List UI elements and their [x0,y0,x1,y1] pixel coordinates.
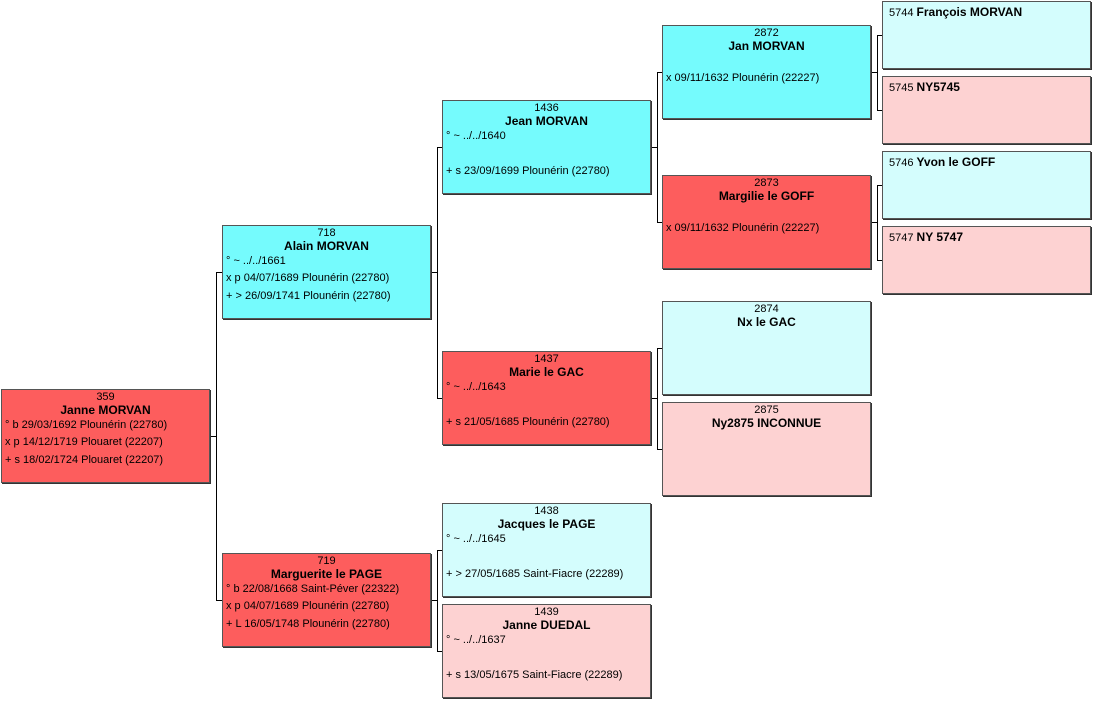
connector [216,272,222,273]
connector [651,398,657,399]
person-name: NY 5747 [916,230,964,244]
person-box-5744[interactable]: 5744 François MORVAN [882,1,1091,69]
person-box-2872[interactable]: 2872 Jan MORVAN x 09/11/1632 Plounérin (… [662,25,871,119]
person-box-2874[interactable]: 2874 Nx le GAC [662,301,871,395]
sosa-number: 718 [317,227,336,239]
connector [657,222,663,223]
birth-event: ° ~ ../../1643 [446,381,506,393]
person-box-5746[interactable]: 5746 Yvon le GOFF [882,151,1091,219]
connector [657,449,663,450]
person-box-1437[interactable]: 1437 Marie le GAC ° ~ ../../1643 + s 21/… [442,351,651,445]
marriage-event: x p 04/07/1689 Plounérin (22780) [226,600,390,612]
birth-event: ° ~ ../../1645 [446,533,506,545]
person-box-359[interactable]: 359 Janne MORVAN ° b 29/03/1692 Plounéri… [1,389,210,483]
person-name: Jan MORVAN [728,39,805,53]
sosa-number: 1439 [534,606,559,618]
connector [431,600,437,601]
person-box-719[interactable]: 719 Marguerite le PAGE ° b 22/08/1668 Sa… [222,553,431,647]
marriage-event: x 09/11/1632 Plounérin (22227) [666,72,820,84]
person-box-5747[interactable]: 5747 NY 5747 [882,226,1091,294]
person-box-2875[interactable]: 2875 Ny2875 INCONNUE [662,402,871,496]
connector [437,550,438,651]
birth-event: ° ~ ../../1640 [446,130,506,142]
person-name: Ny2875 INCONNUE [711,416,822,430]
connector [651,147,657,148]
person-name: Yvon le GOFF [916,155,996,169]
connector [437,147,438,398]
person-box-718[interactable]: 718 Alain MORVAN ° ~ ../../1661 x p 04/0… [222,225,431,319]
death-event: + L 16/05/1748 Plounérin (22780) [226,618,390,630]
sosa-number: 5744 [889,7,914,19]
connector [657,72,663,73]
connector [657,348,663,349]
marriage-event: x p 04/07/1689 Plounérin (22780) [226,272,390,284]
person-name: Marie le GAC [509,365,584,379]
death-event: + s 21/05/1685 Plounérin (22780) [446,416,610,428]
sosa-number: 1438 [534,505,559,517]
sosa-number: 359 [96,391,115,403]
person-name: Janne DUEDAL [502,618,591,632]
person-name: Alain MORVAN [284,239,369,253]
birth-event: ° ~ ../../1637 [446,634,506,646]
connector [431,272,437,273]
death-event: + > 27/05/1685 Saint-Fiacre (22289) [446,568,624,580]
sosa-number: 2872 [754,27,779,39]
connector [877,185,878,260]
birth-event: ° b 22/08/1668 Saint-Péver (22322) [226,583,400,595]
person-box-1438[interactable]: 1438 Jacques le PAGE ° ~ ../../1645 + > … [442,503,651,597]
connector [877,110,883,111]
sosa-number: 5745 [889,82,914,94]
connector [877,35,883,36]
connector [216,600,222,601]
person-name: NY5745 [916,80,960,94]
death-event: + s 18/02/1724 Plouaret (22207) [5,454,164,466]
sosa-number: 5746 [889,157,914,169]
person-box-1439[interactable]: 1439 Janne DUEDAL ° ~ ../../1637 + s 13/… [442,604,651,698]
marriage-event: x 09/11/1632 Plounérin (22227) [666,222,820,234]
marriage-event: x p 14/12/1719 Plouaret (22207) [5,436,163,448]
birth-event: ° ~ ../../1661 [226,255,286,267]
person-name: Marguerite le PAGE [270,567,383,581]
connector [216,272,217,600]
connector [437,651,443,652]
connector [871,222,877,223]
person-box-2873[interactable]: 2873 Margilie le GOFF x 09/11/1632 Ploun… [662,175,871,269]
connector [437,147,443,148]
person-box-1436[interactable]: 1436 Jean MORVAN ° ~ ../../1640 + s 23/0… [442,100,651,194]
birth-event: ° b 29/03/1692 Plounérin (22780) [5,419,168,431]
death-event: + > 26/09/1741 Plounérin (22780) [226,290,391,302]
connector [657,72,658,222]
sosa-number: 5747 [889,232,914,244]
person-name: François MORVAN [916,5,1023,19]
connector [657,348,658,449]
connector [210,436,216,437]
person-name: Nx le GAC [737,315,796,329]
connector [877,185,883,186]
sosa-number: 1437 [534,353,559,365]
connector [877,260,883,261]
person-box-5745[interactable]: 5745 NY5745 [882,76,1091,144]
death-event: + s 13/05/1675 Saint-Fiacre (22289) [446,669,623,681]
connector [877,35,878,110]
sosa-number: 2874 [754,303,779,315]
connector [871,72,877,73]
sosa-number: 2873 [754,177,779,189]
sosa-number: 2875 [754,404,779,416]
sosa-number: 719 [317,555,336,567]
person-name: Margilie le GOFF [718,189,815,203]
death-event: + s 23/09/1699 Plounérin (22780) [446,165,610,177]
sosa-number: 1436 [534,102,559,114]
person-name: Janne MORVAN [60,403,151,417]
connector [437,398,443,399]
person-name: Jean MORVAN [505,114,588,128]
person-name: Jacques le PAGE [497,517,596,531]
connector [437,550,443,551]
